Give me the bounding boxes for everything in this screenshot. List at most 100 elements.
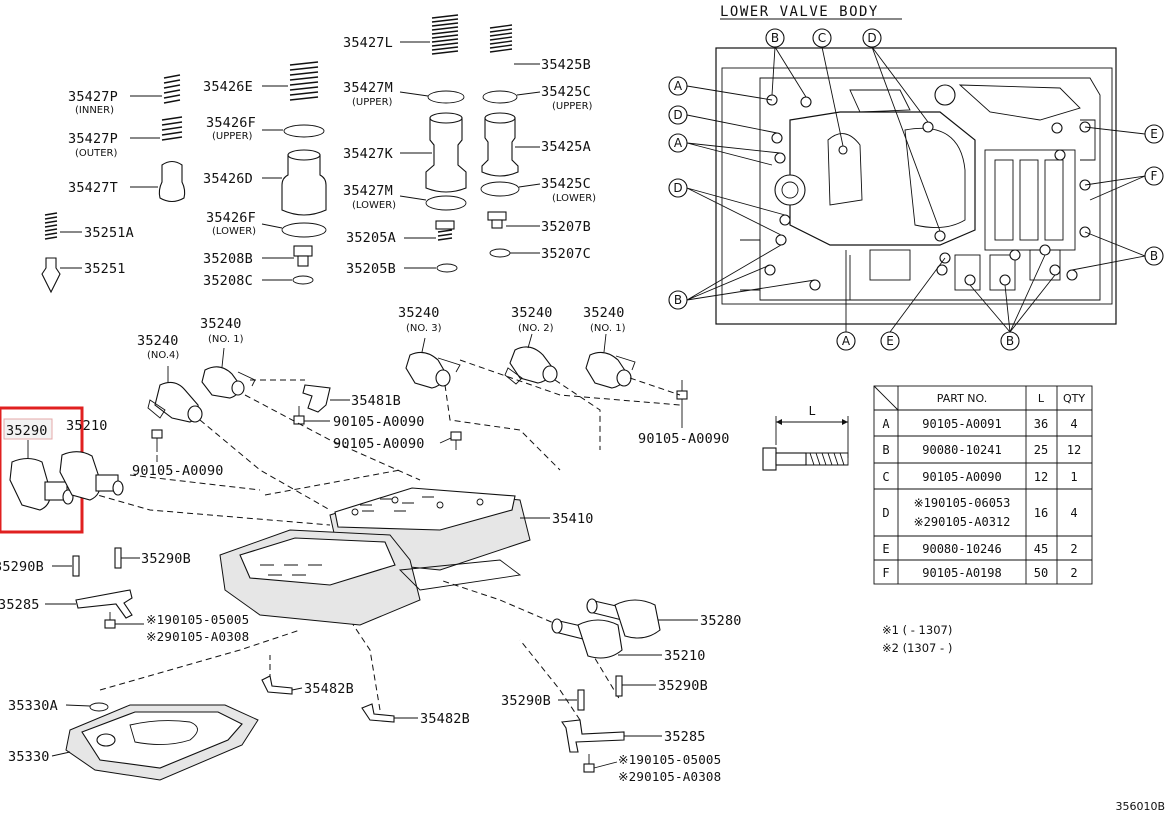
- label-35280: 35280: [700, 613, 742, 629]
- valve-body-plan-view: [715, 47, 1117, 325]
- callout-left-d2: D: [668, 178, 688, 198]
- label-35205a: 35205A: [346, 230, 396, 246]
- label-90105-a0090-b: 90105-A0090: [333, 436, 425, 452]
- svg-text:C: C: [818, 31, 826, 45]
- svg-text:25: 25: [1034, 443, 1048, 457]
- svg-text:2: 2: [1070, 542, 1077, 556]
- label-35427t: 35427T: [68, 180, 118, 196]
- spring-35427p-outer-part: [130, 116, 183, 141]
- o-ring-35426f-upper-part: [262, 124, 325, 138]
- sleeve-35427k-part: [400, 112, 467, 193]
- label-90105-a0090-a: 90105-A0090: [333, 414, 425, 430]
- callout-left-d1: D: [668, 105, 688, 125]
- label-90105-a0308-a: ※290105-A0308: [146, 629, 249, 644]
- svg-text:90105-A0091: 90105-A0091: [922, 417, 1001, 431]
- label-35427p-outer: 35427P: [68, 131, 118, 147]
- spring-35425b-part: [489, 24, 540, 65]
- svg-text:B: B: [1150, 249, 1158, 263]
- label-35425a: 35425A: [541, 139, 591, 155]
- label-35425b: 35425B: [541, 57, 591, 73]
- callout-right-b: B: [1144, 246, 1164, 266]
- svg-text:A: A: [674, 79, 683, 93]
- strainer-35330-part: [51, 704, 259, 781]
- svg-text:(UPPER): (UPPER): [352, 97, 393, 108]
- o-ring-35330a-part: [65, 702, 109, 712]
- svg-text:2: 2: [1070, 566, 1077, 580]
- svg-text:※290105-A0312: ※290105-A0312: [914, 515, 1011, 529]
- label-35425c-upper: 35425C: [541, 84, 591, 100]
- solenoid-35240-no1b-part: [585, 333, 636, 389]
- bolt-90105-a0090-c: [151, 429, 163, 462]
- label-35207b: 35207B: [541, 219, 591, 235]
- bolt-dimension-figure: L: [762, 404, 849, 471]
- label-35330: 35330: [8, 749, 50, 765]
- bolt-holes: [764, 94, 1091, 291]
- label-35427m-upper: 35427M: [343, 80, 393, 96]
- label-35240-no1a: 35240: [200, 316, 242, 332]
- svg-text:1: 1: [1070, 470, 1077, 484]
- table-row: B 90080-10241 25 12: [882, 443, 1081, 457]
- label-35208c: 35208C: [203, 273, 253, 289]
- svg-text:45: 45: [1034, 542, 1048, 556]
- callout-left-b: B: [668, 290, 688, 310]
- label-35290: 35290: [6, 423, 48, 439]
- svg-text:※190105-06053: ※190105-06053: [914, 496, 1011, 510]
- valve-body-35410-part: [219, 487, 550, 626]
- diagram-title: LOWER VALVE BODY: [720, 4, 879, 20]
- callout-top-c: C: [812, 28, 832, 48]
- ring-35205b-part: [404, 263, 458, 273]
- svg-text:E: E: [882, 542, 889, 556]
- label-35240-no1b: 35240: [583, 305, 625, 321]
- plug-35205a-part: [404, 220, 455, 241]
- bracket-35482b-a-part: [261, 675, 303, 695]
- header-qty: QTY: [1063, 392, 1085, 405]
- footnote-1: ※1 ( - 1307): [882, 623, 952, 637]
- figure-id: 356010B: [1115, 800, 1165, 813]
- svg-text:(NO. 1): (NO. 1): [208, 334, 244, 345]
- svg-text:(NO. 3): (NO. 3): [406, 323, 442, 334]
- svg-text:90080-10246: 90080-10246: [922, 542, 1001, 556]
- solenoid-35280-part: [586, 598, 698, 639]
- svg-text:D: D: [673, 181, 682, 195]
- svg-text:(NO. 2): (NO. 2): [518, 323, 554, 334]
- callout-bottom-b: B: [1000, 331, 1020, 351]
- body-callouts: B C D A D A D B E F B A E B: [668, 28, 1164, 351]
- bracket-35482b-b-part: [361, 703, 418, 723]
- bolt-90105-a0090-d: [676, 380, 688, 428]
- svg-text:(LOWER): (LOWER): [212, 226, 256, 237]
- solenoid-35290-part: [9, 440, 74, 511]
- svg-text:90105-A0090: 90105-A0090: [922, 470, 1001, 484]
- label-35210-a: 35210: [66, 418, 108, 434]
- svg-text:A: A: [674, 136, 683, 150]
- pin-35290b-c-part: [558, 689, 585, 711]
- label-35482b-a: 35482B: [304, 681, 354, 697]
- svg-text:4: 4: [1070, 506, 1077, 520]
- svg-text:D: D: [673, 108, 682, 122]
- label-35290b-a: 35290B: [0, 559, 44, 575]
- label-35427p-inner: 35427P: [68, 89, 118, 105]
- label-90105-a0090-d: 90105-A0090: [638, 431, 730, 447]
- valve-35251-part: [41, 257, 82, 294]
- label-35240-no2: 35240: [511, 305, 553, 321]
- o-ring-35427m-upper-part: [399, 90, 465, 104]
- ring-35208c-part: [262, 275, 314, 285]
- header-l: L: [1038, 392, 1045, 405]
- bolt-90105-a0090-b: [439, 431, 462, 450]
- plate-35285-a-part: [45, 589, 133, 619]
- table-row: F 90105-A0198 50 2: [882, 566, 1077, 580]
- svg-text:E: E: [1150, 127, 1158, 141]
- sleeve-35425a-part: [481, 112, 540, 177]
- solenoid-35240-no3-part: [405, 337, 461, 389]
- footnote-2: ※2 (1307 - ): [882, 641, 952, 655]
- label-35240-no3: 35240: [398, 305, 440, 321]
- label-35426f-upper: 35426F: [206, 115, 256, 131]
- svg-text:(INNER): (INNER): [75, 105, 114, 116]
- label-90105-a0308-b: ※290105-A0308: [618, 769, 721, 784]
- plate-35285-b-part: [561, 719, 662, 753]
- o-ring-35425c-lower-part: [480, 181, 541, 197]
- svg-text:36: 36: [1034, 417, 1048, 431]
- callout-top-d: D: [862, 28, 882, 48]
- table-row: D ※190105-06053 ※290105-A0312 16 4: [882, 496, 1077, 529]
- label-35290b-d: 35290B: [658, 678, 708, 694]
